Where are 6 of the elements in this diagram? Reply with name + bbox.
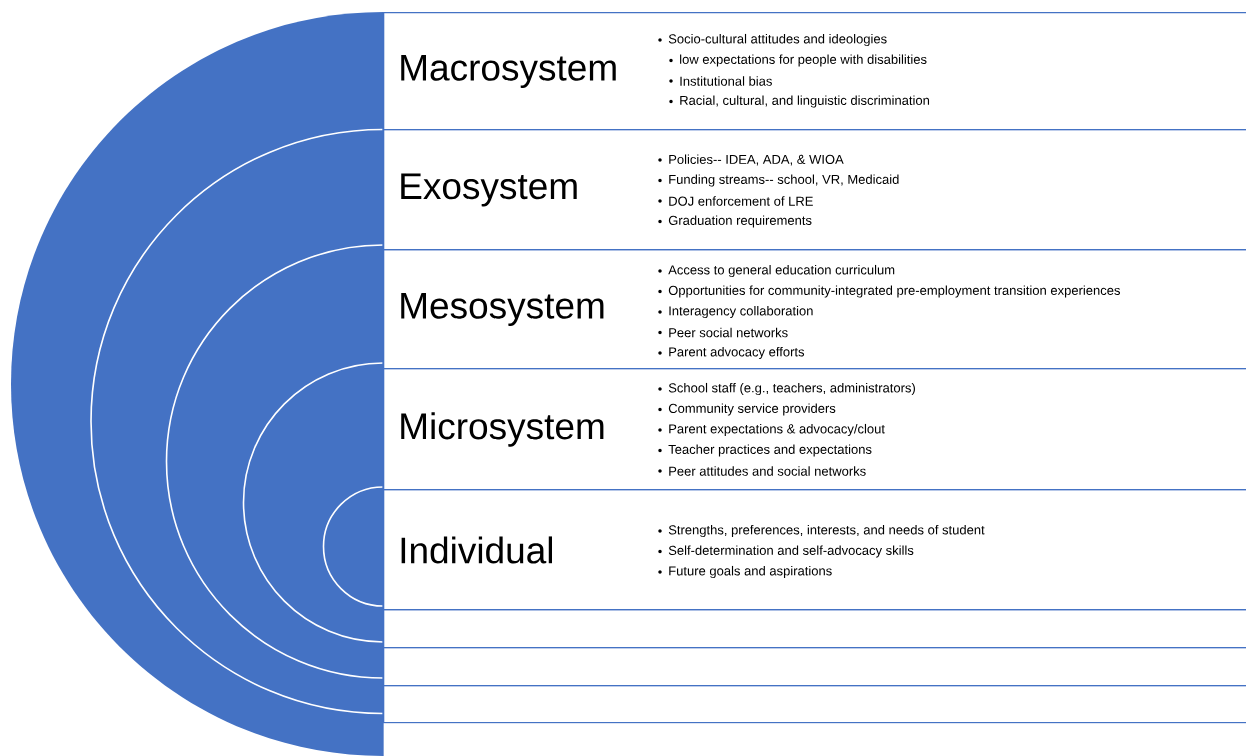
layer-row: Individual Strengths, preferences, interests, and needs of student Self-determination and self-advocacy skills Future goals and aspirations (383, 489, 1246, 611)
layer-row: Exosystem Policies-- IDEA, ADA, & WIOA Funding streams-- school, VR, Medicaid DOJ enforcement of LRE Graduation requirements (383, 129, 1246, 251)
layer-row: Mesosystem Access to general education curriculum Opportunities for community-integrated pre-employment transition experiences Interagency collaboration Peer social networks Parent advocacy efforts (383, 249, 1246, 370)
empty-row (383, 685, 1246, 724)
layer-row: Microsystem School staff (e.g., teachers, administrators) Community service providers Parent expectations & advocacy/clout Teacher practices and expectations Peer attitudes and social networks (383, 368, 1246, 491)
layer-row: Macrosystem Socio-cultural attitudes and ideologies low expectations for people with disabilities Institutional bias Racial, cultural, and linguistic discrimination (383, 12, 1246, 131)
